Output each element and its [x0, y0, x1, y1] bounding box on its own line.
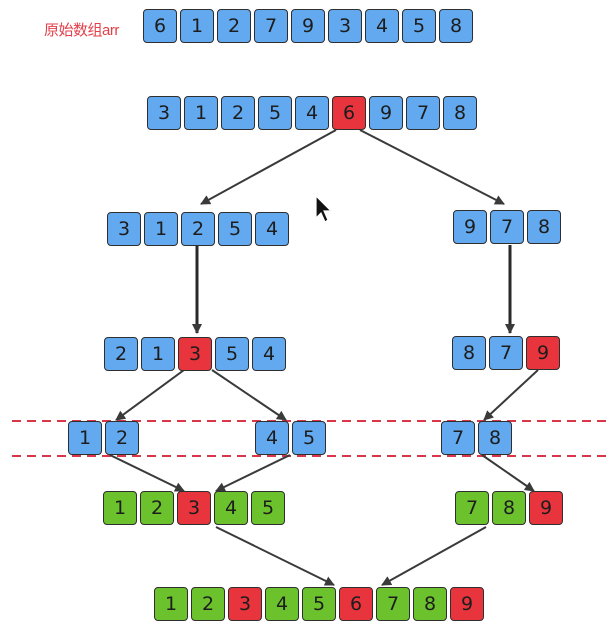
- array-cell: 8: [443, 96, 477, 130]
- array-cell: 8: [492, 491, 526, 525]
- array-cell: 4: [265, 587, 299, 621]
- array-cell: 5: [251, 491, 285, 525]
- array-cell: 9: [450, 587, 484, 621]
- array-cell: 2: [217, 9, 251, 43]
- array-cell: 7: [254, 9, 288, 43]
- array-cell: 7: [406, 96, 440, 130]
- array-cell: 1: [184, 96, 218, 130]
- array-cell: 2: [191, 587, 225, 621]
- array-cell: 8: [478, 421, 512, 455]
- arrow-pivot6-to-right: [359, 129, 505, 205]
- array-cell: 5: [402, 9, 436, 43]
- array-cell: 4: [214, 491, 248, 525]
- array-cell: 7: [455, 491, 489, 525]
- array-cell: 2: [104, 337, 138, 371]
- array-cell: 3: [177, 491, 211, 525]
- array-cell: 4: [252, 337, 286, 371]
- mouse-cursor-icon: [315, 194, 333, 223]
- arrow-rres-to-final: [381, 526, 487, 586]
- array-cell: 7: [376, 587, 410, 621]
- array-cell: 2: [140, 491, 174, 525]
- array-cell: 9: [291, 9, 325, 43]
- array-cell: 1: [141, 337, 175, 371]
- array-cell: 6: [332, 96, 366, 130]
- array-cell: 4: [295, 96, 329, 130]
- array-cell: 8: [452, 336, 486, 370]
- arrow-pivot9-to-rl: [483, 369, 539, 421]
- array-cell: 2: [181, 212, 215, 246]
- original-array-label: 原始数组arr: [44, 22, 119, 39]
- array-cell: 3: [228, 587, 262, 621]
- array-cell: 3: [178, 337, 212, 371]
- arrow-pivot3-to-ll: [115, 369, 185, 421]
- array-cell: 9: [526, 336, 560, 370]
- array-cell: 8: [413, 587, 447, 621]
- array-cell: 4: [255, 212, 289, 246]
- array-cell: 6: [143, 9, 177, 43]
- array-cell: 9: [529, 491, 563, 525]
- array-cell: 8: [439, 9, 473, 43]
- array-cell: 7: [490, 210, 524, 244]
- array-cell: 4: [365, 9, 399, 43]
- array-cell: 3: [107, 212, 141, 246]
- array-cell: 8: [527, 210, 561, 244]
- array-cell: 7: [489, 336, 523, 370]
- array-cell: 1: [144, 212, 178, 246]
- arrow-lr-to-lres: [215, 454, 291, 492]
- arrow-pivot3-to-lr: [211, 369, 287, 421]
- array-cell: 1: [154, 587, 188, 621]
- array-cell: 5: [292, 421, 326, 455]
- array-cell: 5: [302, 587, 336, 621]
- array-cell: 9: [369, 96, 403, 130]
- array-cell: 3: [147, 96, 181, 130]
- array-cell: 2: [105, 421, 139, 455]
- arrow-lres-to-final: [215, 526, 335, 586]
- array-cell: 2: [221, 96, 255, 130]
- array-cell: 6: [339, 587, 373, 621]
- array-cell: 5: [215, 337, 249, 371]
- array-cell: 1: [68, 421, 102, 455]
- array-cell: 9: [453, 210, 487, 244]
- arrow-pivot6-to-left: [200, 129, 337, 205]
- arrow-rl-to-rres: [481, 454, 535, 492]
- array-cell: 7: [441, 421, 475, 455]
- array-cell: 1: [103, 491, 137, 525]
- array-cell: 3: [328, 9, 362, 43]
- array-cell: 4: [255, 421, 289, 455]
- array-cell: 1: [180, 9, 214, 43]
- arrow-ll-to-lres: [109, 454, 185, 492]
- array-cell: 5: [258, 96, 292, 130]
- array-cell: 5: [218, 212, 252, 246]
